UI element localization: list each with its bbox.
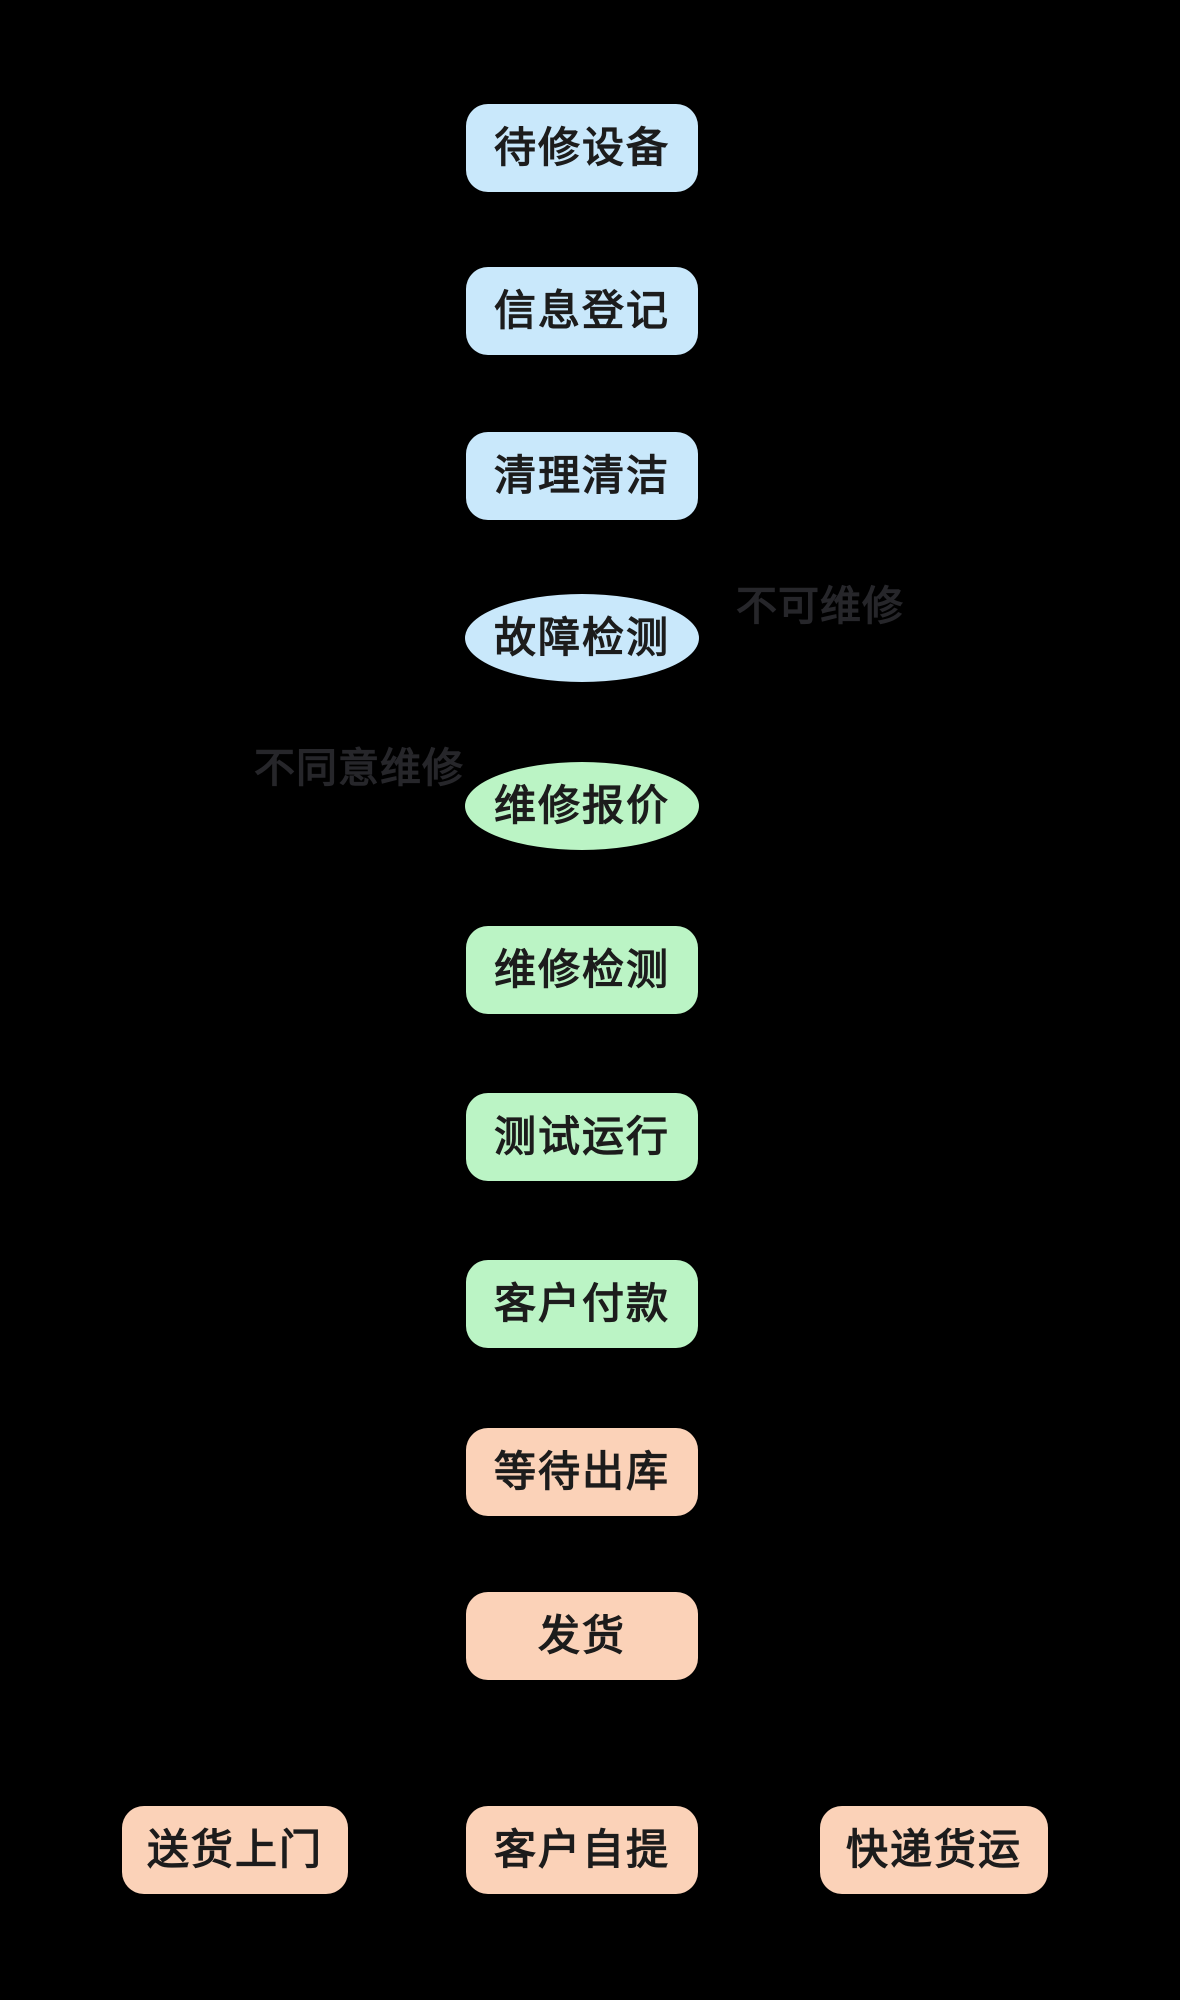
edge-label-not-repairable: 不可维修: [736, 583, 904, 629]
flow-node-express-freight: 快递货运: [820, 1806, 1048, 1894]
flow-node-info-registration: 信息登记: [466, 267, 698, 355]
flow-node-customer-pickup: 客户自提: [466, 1806, 698, 1894]
flow-node-home-delivery: 送货上门: [122, 1806, 348, 1894]
flow-node-repair-check: 维修检测: [466, 926, 698, 1014]
flow-node-cleaning: 清理清洁: [466, 432, 698, 520]
flow-node-fault-inspection: 故障检测: [465, 594, 699, 682]
flow-node-awaiting-repair-device: 待修设备: [466, 104, 698, 192]
edge-label-decline-repair: 不同意维修: [254, 745, 464, 791]
flow-node-repair-quote: 维修报价: [465, 762, 699, 850]
flow-node-ship-goods: 发货: [466, 1592, 698, 1680]
flow-node-test-run: 测试运行: [466, 1093, 698, 1181]
flow-node-awaiting-outbound: 等待出库: [466, 1428, 698, 1516]
flow-node-customer-payment: 客户付款: [466, 1260, 698, 1348]
